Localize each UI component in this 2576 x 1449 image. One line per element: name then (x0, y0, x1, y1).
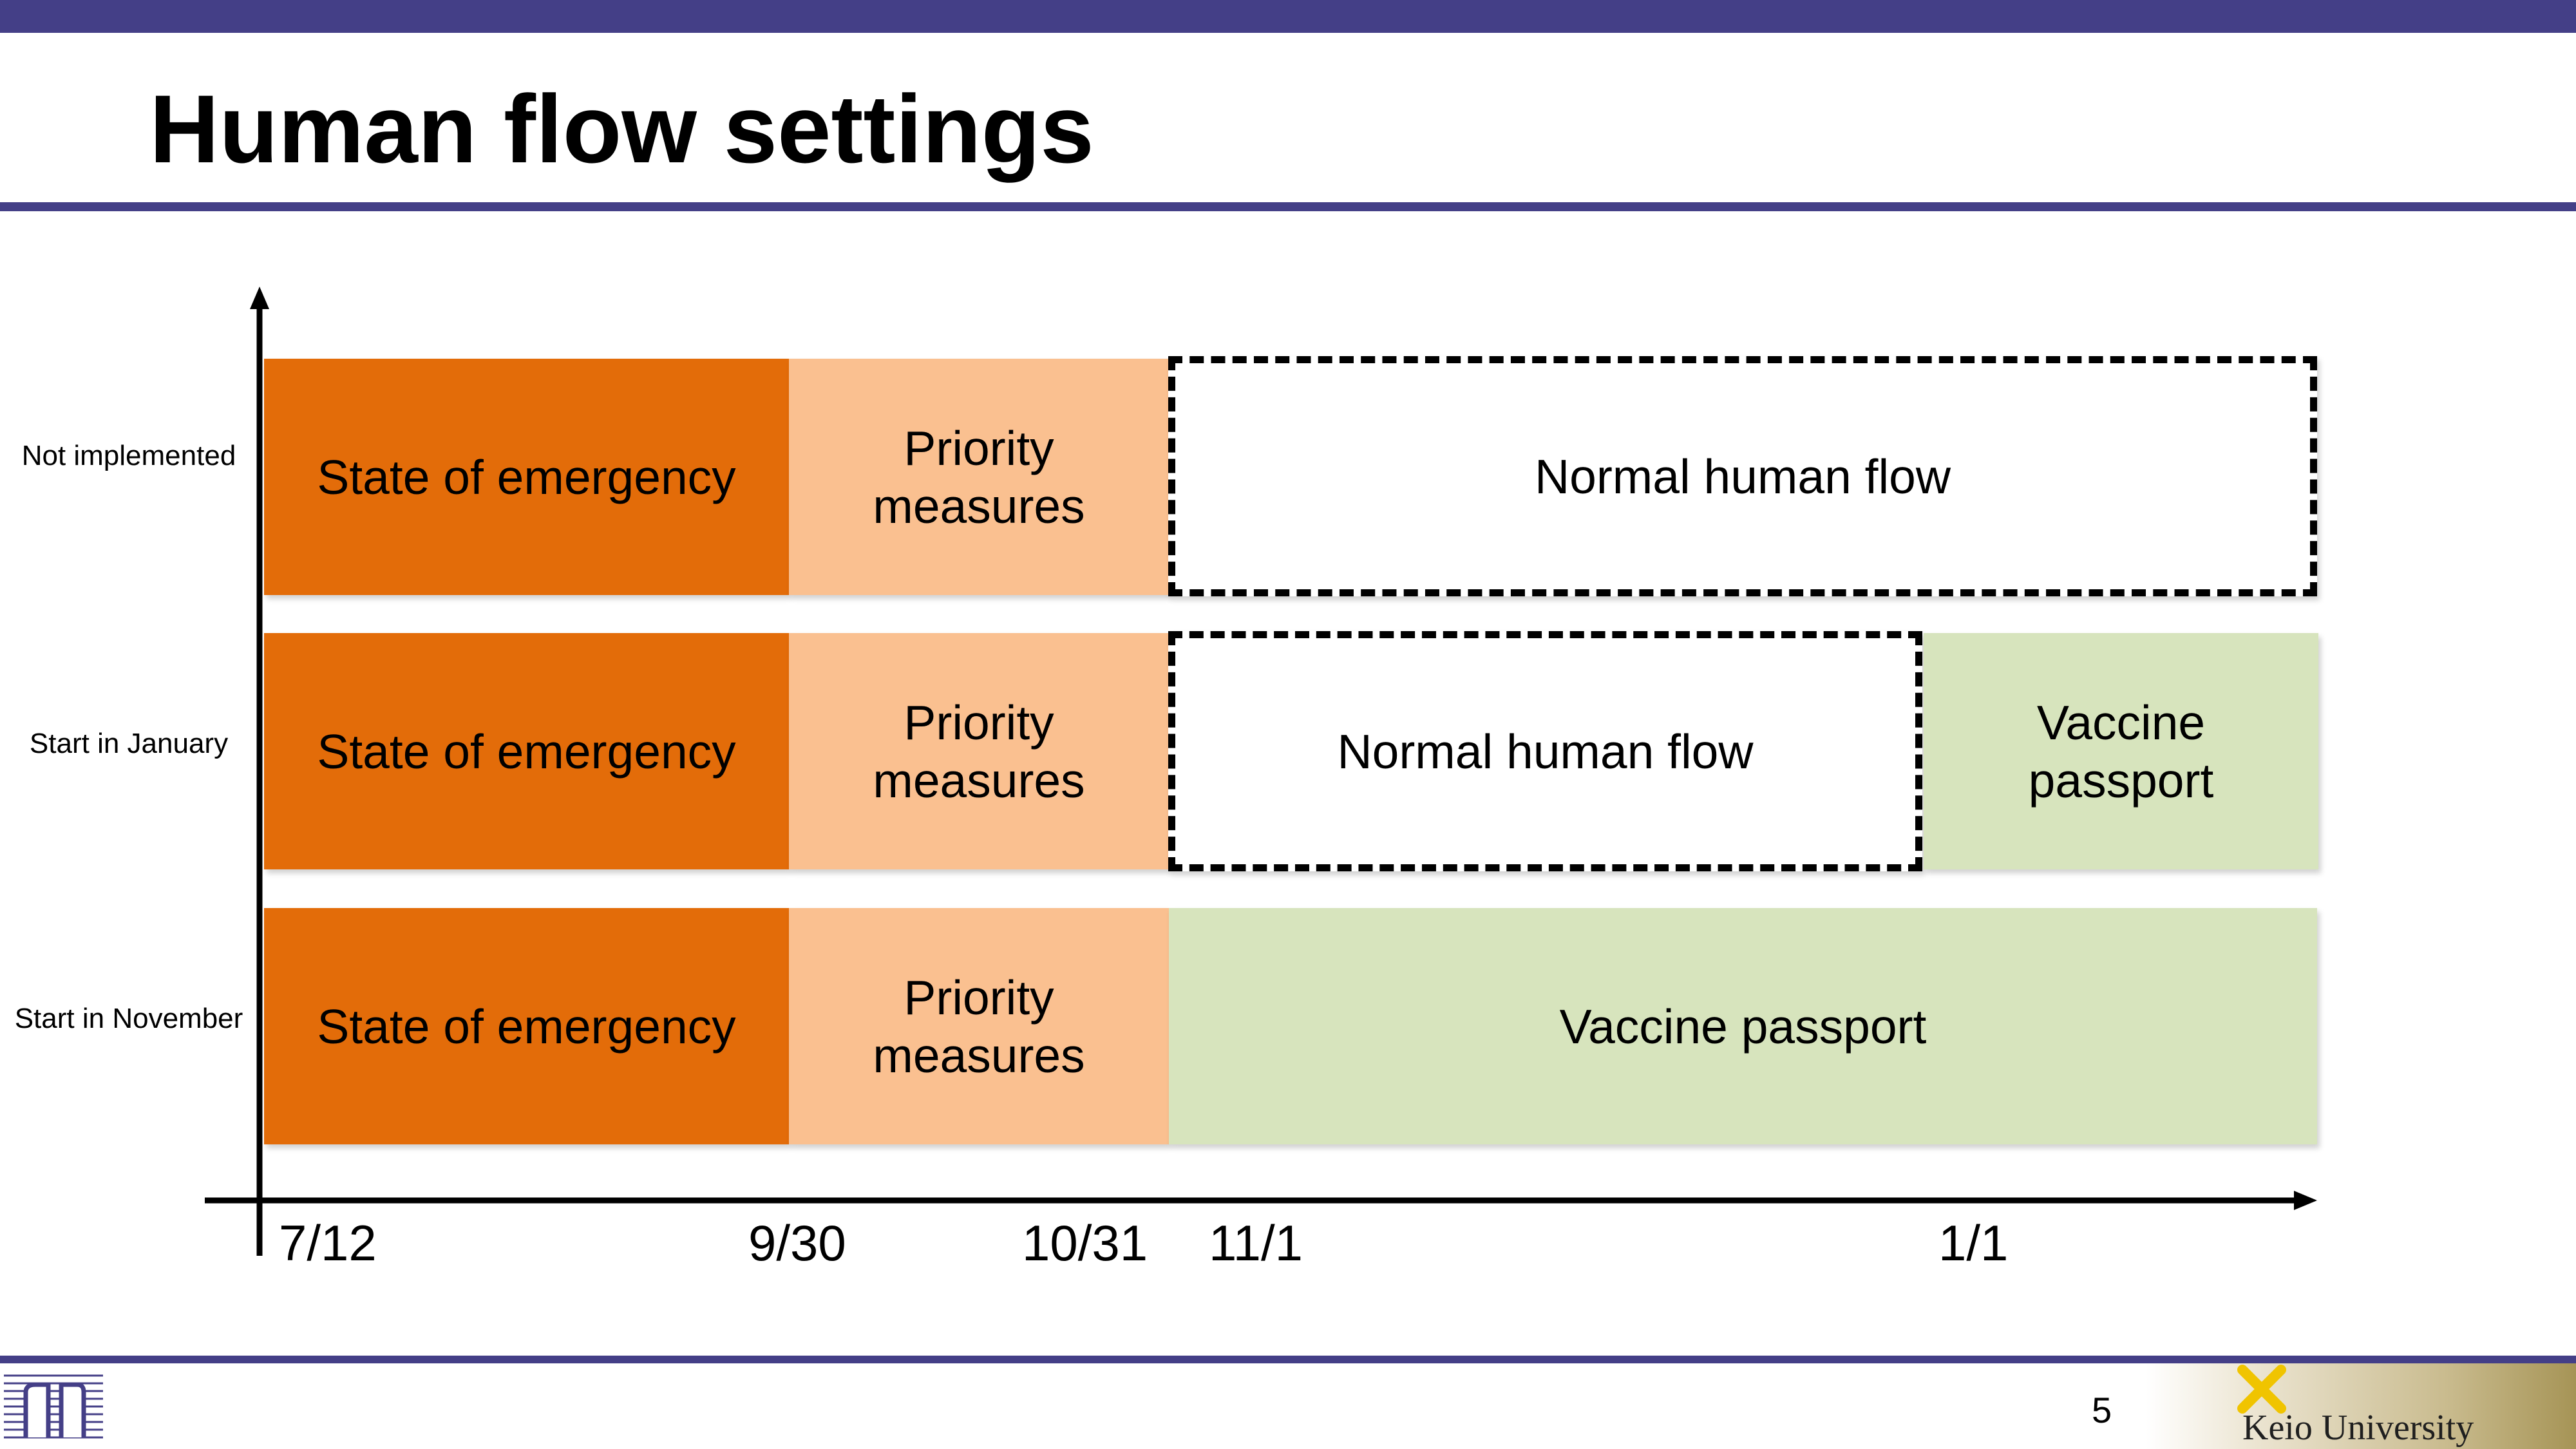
vaccine-passport-label: Vaccine passport (1559, 999, 1927, 1054)
measures-label: measures (873, 1028, 1085, 1083)
measures-label: measures (873, 753, 1085, 808)
normal-human-flow-label: Normal human flow (1534, 449, 1951, 504)
priority-label: Priority (904, 421, 1054, 475)
state-of-emergency-box: State of emergency (264, 359, 789, 595)
tick-label-9-30: 9/30 (748, 1215, 846, 1271)
row-label-start-january: Start in January (29, 728, 229, 759)
top-bar (0, 0, 2576, 33)
priority-label: Priority (904, 695, 1054, 750)
page-number: 5 (2092, 1390, 2112, 1430)
x-axis-arrow (2294, 1191, 2317, 1210)
keio-logo: Keio University (2146, 1363, 2576, 1449)
y-axis-arrow (250, 287, 269, 309)
tick-label-10-31: 10/31 (1022, 1215, 1148, 1271)
state-of-emergency-box: State of emergency (264, 633, 789, 869)
state-of-emergency-box: State of emergency (264, 908, 789, 1144)
priority-label: Priority (904, 970, 1054, 1025)
priority-measures-box: Priority measures (789, 633, 1169, 869)
row-label-start-november: Start in November (14, 1003, 243, 1034)
title-rule (0, 202, 2576, 211)
university-name: Keio University (2242, 1408, 2474, 1448)
passport-label: passport (2028, 753, 2214, 808)
tick-label-11-1: 11/1 (1209, 1215, 1303, 1271)
tick-label-7-12: 7/12 (279, 1215, 377, 1271)
keio-pen-icon (2237, 1365, 2286, 1414)
tick-label-1-1: 1/1 (1938, 1215, 2009, 1271)
vaccine-passport-box: Vaccine passport (1169, 908, 2317, 1144)
state-of-emergency-label: State of emergency (317, 724, 736, 779)
state-of-emergency-label: State of emergency (317, 999, 736, 1054)
measures-label: measures (873, 478, 1085, 533)
vaccine-label: Vaccine (2036, 695, 2206, 750)
lab-logo-icon (4, 1374, 103, 1439)
bottom-rule (0, 1356, 2576, 1363)
normal-human-flow-label: Normal human flow (1337, 724, 1754, 779)
priority-measures-box: Priority measures (789, 359, 1169, 595)
priority-measures-box: Priority measures (789, 908, 1169, 1144)
page-title: Human flow settings (149, 75, 1094, 183)
normal-human-flow-box: Normal human flow (1168, 631, 1922, 871)
vaccine-passport-box: Vaccine passport (1924, 633, 2318, 869)
row-label-not-implemented: Not implemented (21, 440, 236, 471)
normal-human-flow-box: Normal human flow (1168, 356, 2317, 596)
state-of-emergency-label: State of emergency (317, 450, 736, 504)
